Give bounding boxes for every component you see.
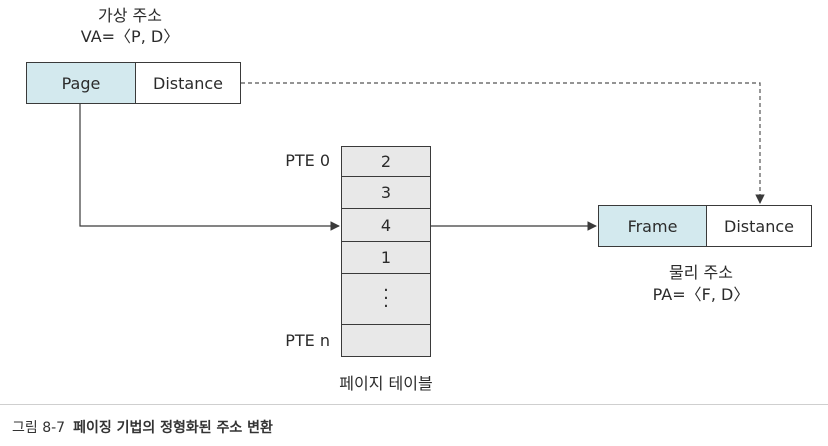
pa-distance-label: Distance <box>724 216 794 236</box>
pa-frame-field: Frame <box>598 205 707 247</box>
pa-distance-field: Distance <box>706 205 812 247</box>
va-page-label: Page <box>61 73 101 93</box>
page-table-title: 페이지 테이블 <box>339 374 433 393</box>
caption-title: 페이징 기법의 정형화된 주소 변환 <box>73 420 273 436</box>
page-table-entry: 2 <box>341 146 431 177</box>
virtual-address-title: 가상 주소 <box>98 6 162 25</box>
va-distance-label: Distance <box>153 73 223 93</box>
caption-number: 그림 8-7 <box>12 420 66 436</box>
va-page-field: Page <box>26 62 136 104</box>
page-table-entry-ellipsis: ··· <box>341 273 431 325</box>
va-distance-field: Distance <box>135 62 241 104</box>
pte-first-label: PTE 0 <box>285 151 330 170</box>
page-table-entry: 1 <box>341 241 431 274</box>
page-table-entry-value: 4 <box>380 215 392 235</box>
page-table-entry: 3 <box>341 176 431 209</box>
page-table-entry: 4 <box>341 208 431 242</box>
caption-divider <box>0 404 828 405</box>
page-table-entry <box>341 324 431 357</box>
virtual-address-formula: VA=〈P, D〉 <box>80 27 180 46</box>
page-table-entry-value: 1 <box>380 248 392 267</box>
pte-last-label: PTE n <box>285 331 330 350</box>
distance-copy-arrow <box>241 82 765 204</box>
pa-frame-label: Frame <box>627 216 678 236</box>
physical-address-formula: PA=〈F, D〉 <box>652 285 750 304</box>
physical-address-title: 물리 주소 <box>669 263 733 282</box>
figure-caption: 그림 8-7 페이징 기법의 정형화된 주소 변환 <box>12 417 273 437</box>
vertical-ellipsis-icon: ··· <box>383 280 389 317</box>
page-table-entry-value: 2 <box>380 152 392 171</box>
page-table-entry-value: 3 <box>380 183 392 202</box>
